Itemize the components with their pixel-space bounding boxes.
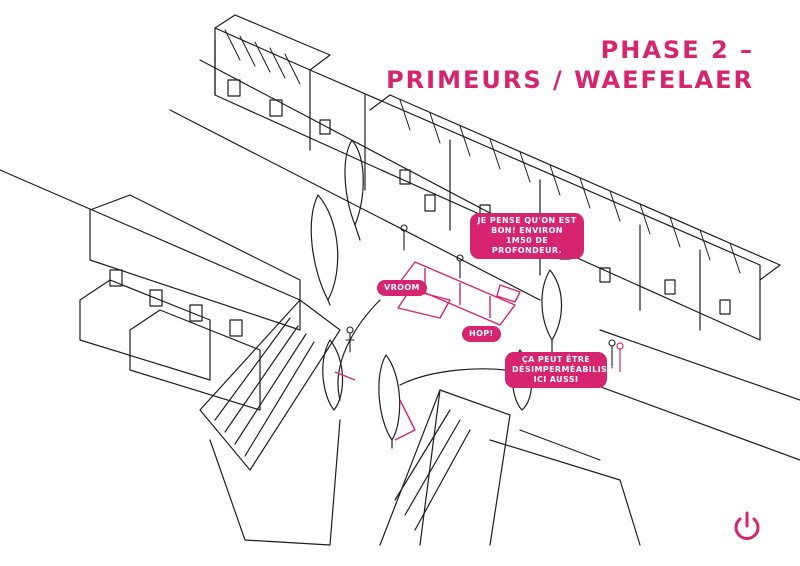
road-curve (337, 299, 381, 401)
phase-subtitle: PRIMEURS / WAEFELAER (386, 66, 754, 94)
left-houses (79, 194, 301, 411)
market-stalls (334, 261, 521, 441)
speech-bubble-desimpermeabilise: ÇA PEUT ÊTRE DÉSIMPERMÉABILISÉ ICI AUSSI (505, 352, 613, 388)
phase-title: PHASE 2 – (600, 36, 754, 64)
van (397, 289, 451, 319)
power-icon[interactable] (730, 510, 764, 544)
pedestrians (345, 224, 616, 369)
bottom-left-building (199, 299, 341, 546)
trees (310, 139, 562, 449)
speech-bubble-profondeur: JE PENSE QU'ON EST BON! ENVIRON 1M50 DE … (470, 213, 584, 259)
accent-figures (616, 342, 624, 372)
street-edge (0, 169, 301, 301)
speech-bubble-vroom: VROOM (377, 280, 427, 296)
speech-bubble-hop: HOP! (462, 326, 501, 342)
street-edge (599, 329, 800, 401)
sidewalk-curve (399, 368, 521, 386)
roof-hatching (224, 29, 741, 274)
street-edge (169, 109, 541, 301)
bottom-center-building (379, 389, 641, 546)
